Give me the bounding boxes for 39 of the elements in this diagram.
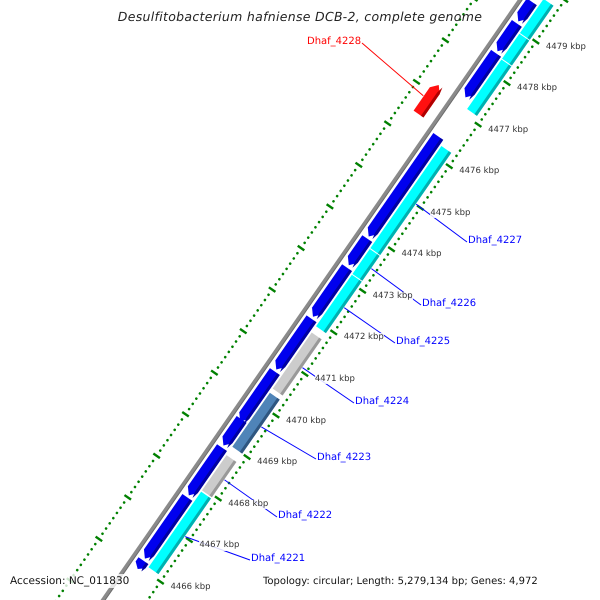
tick-label: 4472 kbp <box>344 333 384 343</box>
tick-label: 4475 kbp <box>430 208 470 218</box>
tick-label: 4478 kbp <box>517 84 558 94</box>
gene-block <box>136 557 148 572</box>
gene-block <box>222 416 247 448</box>
gene-block <box>467 60 512 116</box>
gene-label: Dhaf_4221 <box>251 553 306 564</box>
gene-block <box>352 249 380 281</box>
tick-label: 4476 kbp <box>459 167 500 177</box>
tick-label: 4474 kbp <box>401 250 442 260</box>
tick-label: 4467 kbp <box>199 541 240 550</box>
gene-label: Dhaf_4223 <box>317 452 372 463</box>
map-title: Desulfitobacterium hafniense DCB-2, complete genome <box>116 9 484 24</box>
tick-label: 4466 kbp <box>170 582 211 592</box>
genome-info-text: Topology: circular; Length: 5,279,134 bp; Genes: 4,972 <box>262 575 539 588</box>
tick-label: 4473 kbp <box>372 292 413 302</box>
gene-label: Dhaf_4228 <box>307 36 362 47</box>
tick-label: 4469 kbp <box>257 458 298 468</box>
accession-text: Accession: NC_011830 <box>8 574 132 588</box>
gene-block <box>502 34 530 66</box>
gene-label: Dhaf_4225 <box>396 336 450 347</box>
leader-line <box>344 307 396 344</box>
gene-label: Dhaf_4227 <box>468 235 522 246</box>
leader-line <box>260 426 316 460</box>
tick-label: 4479 kbp <box>546 42 586 52</box>
gene-block <box>414 84 442 118</box>
gene-label: Dhaf_4224 <box>355 396 410 407</box>
leader-line <box>362 42 424 96</box>
leader-line <box>416 204 468 242</box>
gene-block <box>144 494 192 562</box>
gene-block <box>188 444 227 498</box>
tick-label: 4470 kbp <box>286 416 326 426</box>
gene-label: Dhaf_4222 <box>278 510 332 521</box>
tick-label: 4468 kbp <box>228 500 268 509</box>
tick-label: 4477 kbp <box>488 126 528 135</box>
gene-label: Dhaf_4226 <box>422 298 476 309</box>
gene-block <box>316 274 362 334</box>
tick-label: 4471 kbp <box>314 374 355 384</box>
gene-block <box>520 0 554 40</box>
